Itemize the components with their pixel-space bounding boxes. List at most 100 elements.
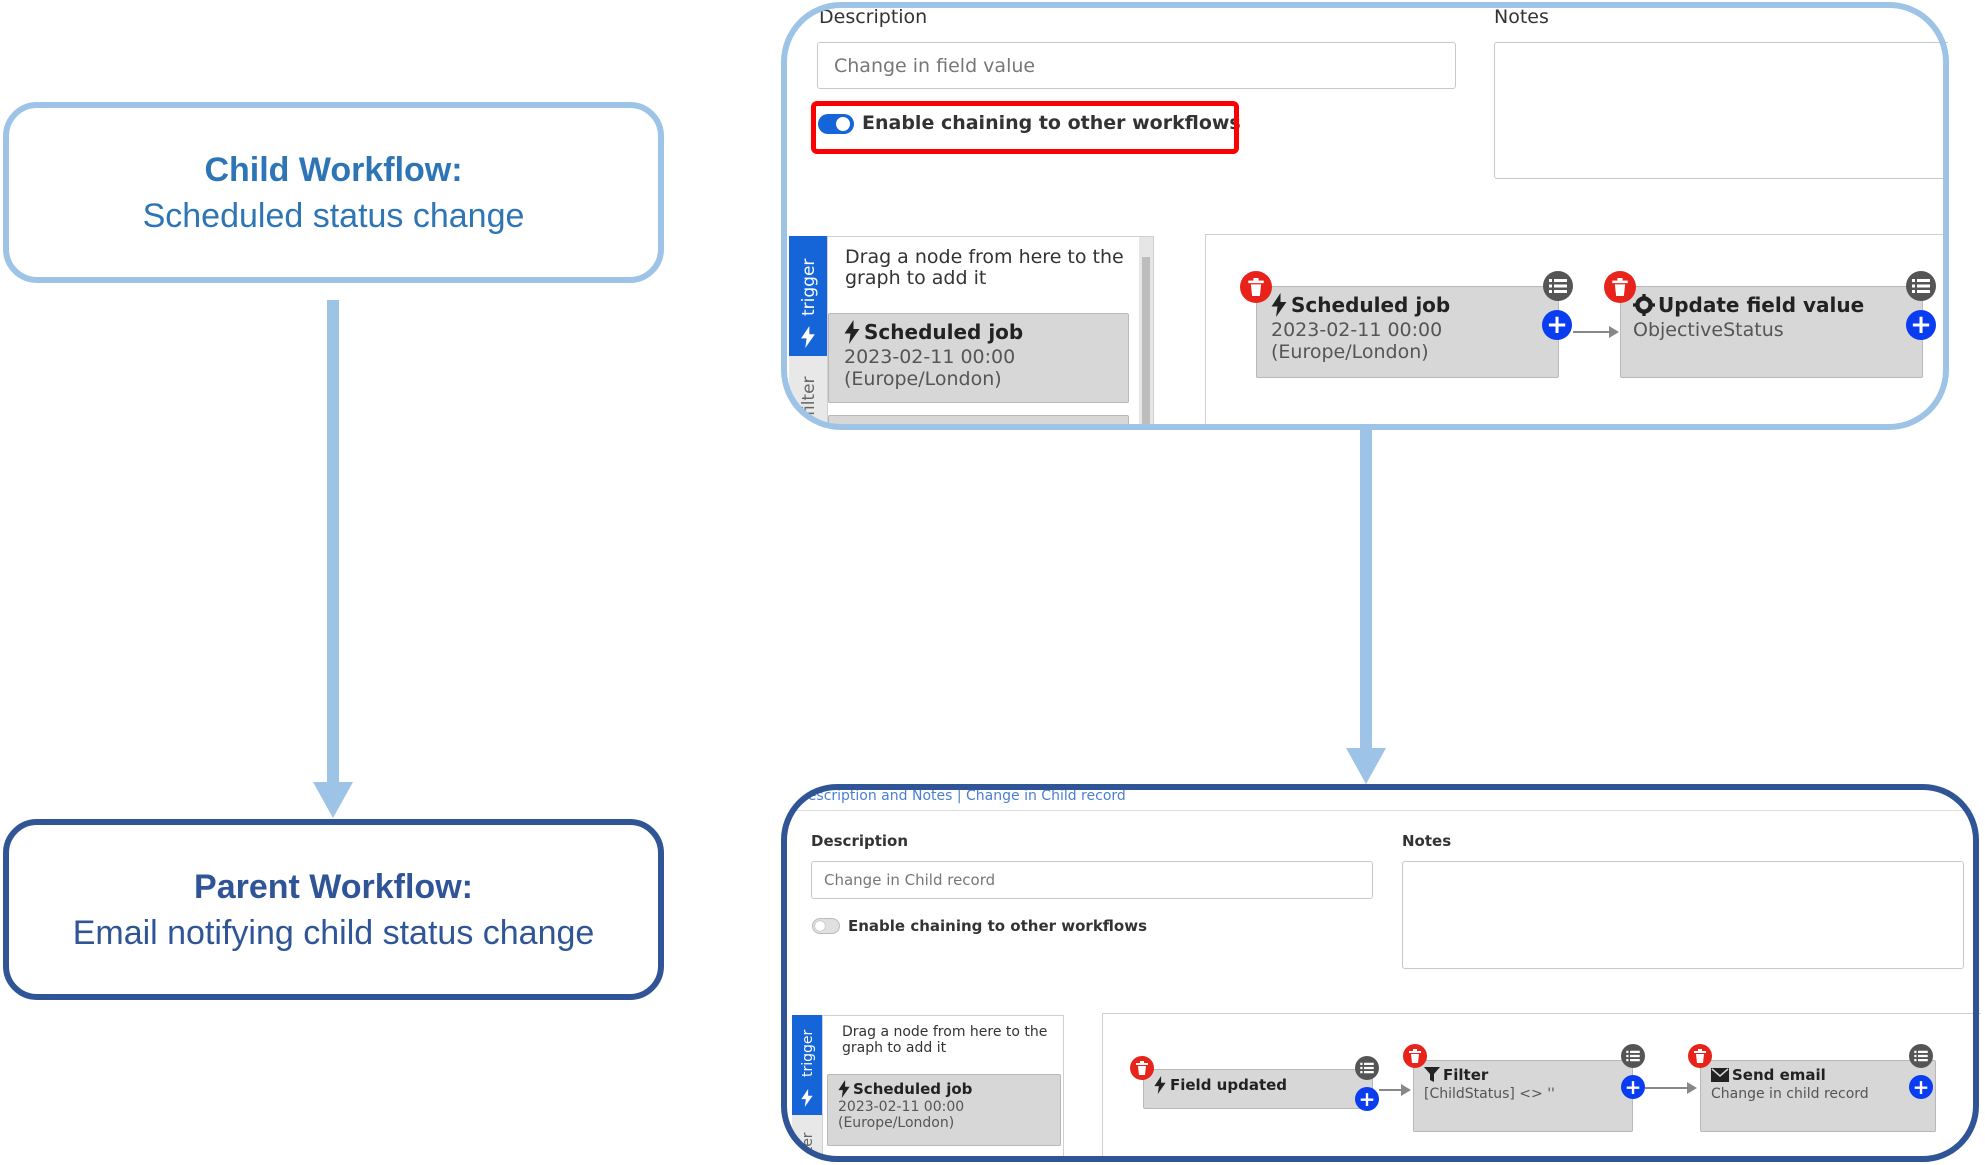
tab-filter[interactable]: filter	[792, 1115, 822, 1162]
workflow-graph: Field updated + Filter [ChildStatus] <> …	[1102, 1013, 1981, 1162]
node-detail: 2023-02-11 00:00	[838, 1099, 965, 1115]
breadcrumb[interactable]: Description and Notes | Change in Child …	[797, 788, 1126, 804]
right-connector-line	[1360, 430, 1372, 755]
lightning-icon	[838, 1080, 850, 1098]
palette-hint: Drag a node from here to the graph to ad…	[845, 246, 1124, 289]
tab-filter-label: filter	[800, 1132, 816, 1162]
add-node-button[interactable]: +	[1542, 310, 1572, 340]
delete-node-button[interactable]	[1688, 1044, 1712, 1068]
palette-scrollbar[interactable]	[1139, 237, 1153, 428]
node-title: Scheduled job	[1291, 293, 1451, 317]
tab-trigger-label: trigger	[799, 258, 819, 316]
node-menu-button[interactable]	[1909, 1044, 1933, 1068]
tab-filter-label: filter	[799, 376, 819, 416]
node-palette: Drag a node from here to the graph to ad…	[827, 236, 1154, 428]
lightning-icon	[801, 1089, 813, 1107]
delete-node-button[interactable]	[1240, 271, 1272, 303]
header-divider	[785, 810, 1981, 811]
lightning-icon	[844, 320, 860, 344]
list-icon	[1626, 1050, 1640, 1062]
node-menu-button[interactable]	[1621, 1044, 1645, 1068]
description-input[interactable]: Change in field value	[817, 42, 1456, 89]
tab-trigger[interactable]: trigger	[792, 1015, 822, 1115]
toggle-knob	[815, 921, 825, 931]
node-palette: Drag a node from here to the graph to ad…	[822, 1015, 1064, 1162]
toggle-knob	[836, 117, 850, 131]
node-detail: 2023-02-11 00:00	[1271, 319, 1443, 341]
node-title: Filter	[1443, 1066, 1489, 1084]
tab-trigger[interactable]: trigger	[789, 236, 827, 356]
trash-icon	[1612, 278, 1628, 296]
node-title: Field updated	[1170, 1076, 1288, 1094]
child-workflow-subtitle: Scheduled status change	[142, 196, 525, 235]
notes-textarea[interactable]	[1402, 861, 1964, 969]
node-detail: ObjectiveStatus	[1633, 319, 1784, 341]
parent-workflow-title: Parent Workflow:	[194, 867, 473, 906]
tab-filter[interactable]: filter	[789, 356, 827, 428]
trash-icon	[1694, 1049, 1706, 1063]
palette-node-next[interactable]	[828, 415, 1129, 428]
notes-textarea[interactable]	[1494, 42, 1948, 179]
trash-icon	[1136, 1061, 1148, 1075]
list-icon	[1549, 279, 1567, 293]
delete-node-button[interactable]	[1130, 1056, 1154, 1080]
description-input-value: Change in Child record	[824, 871, 996, 889]
palette-node-scheduled-job[interactable]: Scheduled job 2023-02-11 00:00 (Europe/L…	[828, 313, 1129, 403]
left-connector-arrowhead	[313, 782, 353, 818]
graph-node-filter[interactable]: Filter [ChildStatus] <> ''	[1413, 1060, 1633, 1132]
add-node-button[interactable]: +	[1909, 1075, 1933, 1099]
node-title: Scheduled job	[864, 320, 1024, 344]
list-icon	[1360, 1062, 1374, 1074]
add-node-button[interactable]: +	[1355, 1087, 1379, 1111]
node-detail: (Europe/London)	[838, 1115, 955, 1131]
chaining-toggle[interactable]	[812, 918, 840, 934]
description-input-value: Change in field value	[834, 54, 1036, 77]
node-connector-arrow	[1379, 1084, 1411, 1096]
lightning-icon	[1271, 293, 1287, 317]
node-menu-button[interactable]	[1906, 271, 1936, 301]
delete-node-button[interactable]	[1403, 1044, 1427, 1068]
description-label: Description	[819, 6, 928, 28]
parent-workflow-subtitle: Email notifying child status change	[72, 913, 595, 952]
node-menu-button[interactable]	[1543, 271, 1573, 301]
node-detail: Change in child record	[1711, 1086, 1869, 1102]
child-workflow-callout: Child Workflow: Scheduled status change	[3, 102, 664, 283]
delete-node-button[interactable]	[1604, 271, 1636, 303]
list-icon	[1914, 1050, 1928, 1062]
envelope-icon	[1711, 1068, 1729, 1082]
parent-workflow-screenshot: Description and Notes | Change in Child …	[785, 784, 1981, 1162]
node-connector-arrow	[1573, 326, 1619, 338]
graph-node-scheduled-job[interactable]: Scheduled job 2023-02-11 00:00 (Europe/L…	[1256, 286, 1559, 378]
gear-icon	[1633, 294, 1655, 316]
list-icon	[1912, 279, 1930, 293]
node-detail: 2023-02-11 00:00	[844, 346, 1016, 368]
node-title: Scheduled job	[853, 1080, 973, 1098]
tab-trigger-label: trigger	[800, 1029, 816, 1077]
left-connector-line	[327, 300, 339, 785]
graph-node-update-field-value[interactable]: Update field value ObjectiveStatus	[1620, 286, 1923, 378]
palette-scroll-thumb[interactable]	[1142, 257, 1150, 427]
chaining-toggle[interactable]	[818, 114, 854, 134]
palette-hint: Drag a node from here to the graph to ad…	[842, 1024, 1048, 1056]
description-input[interactable]: Change in Child record	[811, 861, 1373, 899]
node-connector-arrow	[1645, 1082, 1697, 1094]
description-label: Description	[811, 832, 909, 850]
node-menu-button[interactable]	[1355, 1056, 1379, 1080]
graph-node-field-updated[interactable]: Field updated	[1143, 1069, 1373, 1109]
lightning-icon	[801, 326, 815, 348]
graph-node-send-email[interactable]: Send email Change in child record	[1700, 1060, 1936, 1132]
chaining-label: Enable chaining to other workflows	[862, 112, 1241, 134]
node-title: Send email	[1732, 1066, 1826, 1084]
right-connector-arrowhead	[1346, 748, 1386, 784]
notes-label: Notes	[1494, 6, 1549, 28]
chaining-label: Enable chaining to other workflows	[848, 917, 1148, 935]
node-title: Update field value	[1658, 293, 1865, 317]
palette-node-scheduled-job[interactable]: Scheduled job 2023-02-11 00:00 (Europe/L…	[827, 1074, 1061, 1146]
add-node-button[interactable]: +	[1621, 1075, 1645, 1099]
workflow-graph: Scheduled job 2023-02-11 00:00 (Europe/L…	[1205, 234, 1948, 428]
node-detail: (Europe/London)	[1271, 341, 1429, 363]
add-node-button[interactable]: +	[1906, 310, 1936, 340]
node-detail: (Europe/London)	[844, 368, 1002, 390]
child-workflow-title: Child Workflow:	[204, 150, 463, 189]
lightning-icon	[1154, 1076, 1166, 1094]
